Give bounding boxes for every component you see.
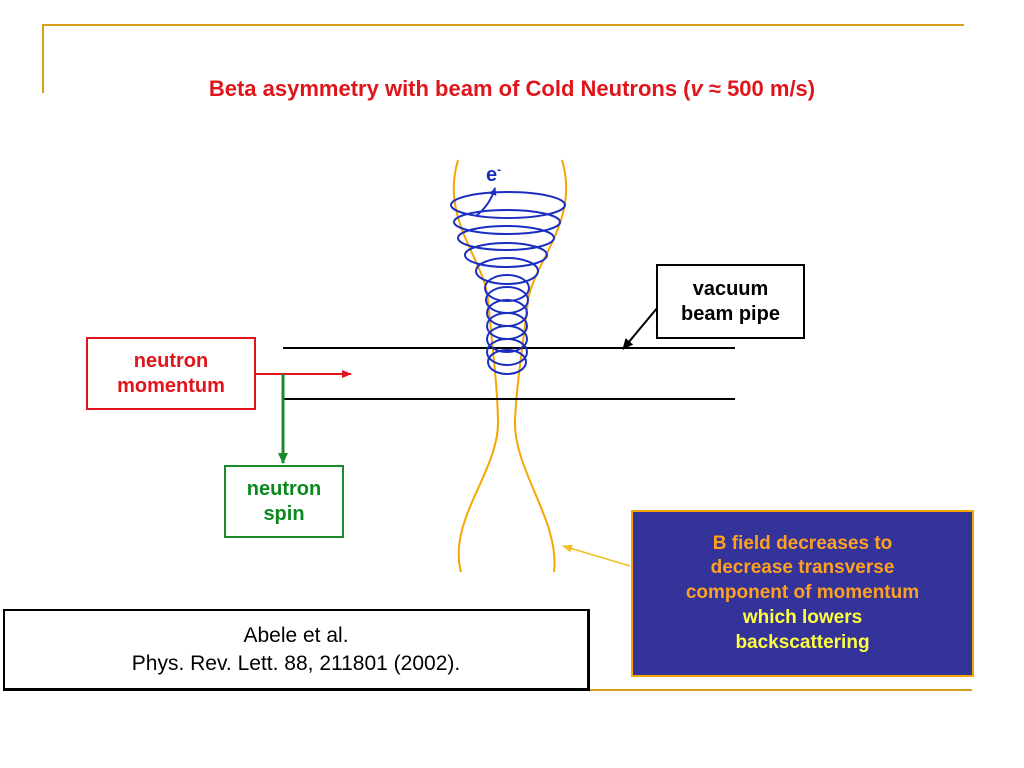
- momentum-label-line2: momentum: [117, 374, 225, 397]
- field-lines: [452, 159, 568, 573]
- helix-loop: [486, 325, 528, 353]
- vacuum-label-line2: beam pipe: [681, 302, 780, 325]
- beam-pipe: [283, 347, 735, 400]
- helix-loop: [457, 225, 555, 251]
- helix-loop: [450, 191, 566, 219]
- reference-authors: Abele et al.: [243, 624, 349, 648]
- momentum-label-line1: neutron: [133, 350, 209, 373]
- slide-title: Beta asymmetry with beam of Cold Neutron…: [0, 76, 1024, 102]
- vacuum-pointer-arrow: [622, 306, 659, 350]
- electron-helix: [450, 191, 566, 375]
- spin-label-line2: spin: [263, 502, 305, 525]
- bfield-line3: component of momentum: [685, 582, 920, 604]
- neutron-spin-label: neutron spin: [224, 465, 344, 538]
- bfield-pointer-arrow: [562, 544, 631, 567]
- electron-charge: -: [497, 162, 502, 177]
- bfield-line5: backscattering: [735, 631, 870, 653]
- bfield-line1: B field decreases to: [712, 532, 893, 554]
- field-line-right: [513, 159, 568, 573]
- helix-loop: [487, 349, 527, 375]
- vacuum-beam-pipe-label: vacuum beam pipe: [656, 264, 805, 339]
- helix-loop: [475, 257, 539, 285]
- title-velocity-value: ≈ 500 m/s): [702, 76, 816, 101]
- helix-loop: [486, 338, 528, 366]
- title-velocity-symbol: v: [690, 76, 703, 101]
- reference-citation: Abele et al. Phys. Rev. Lett. 88, 211801…: [3, 609, 590, 691]
- spin-label-line1: neutron: [246, 478, 322, 501]
- neutron-momentum-label: neutron momentum: [86, 337, 256, 410]
- reference-journal: Phys. Rev. Lett. 88, 211801 (2002).: [131, 651, 461, 675]
- helix-loop: [464, 242, 548, 268]
- title-text: Beta asymmetry with beam of Cold Neutron…: [208, 76, 691, 101]
- field-line-left: [452, 159, 500, 573]
- electron-symbol: e: [486, 164, 498, 186]
- electron-label: e-: [486, 162, 502, 187]
- bfield-line2: decrease transverse: [710, 557, 895, 579]
- vacuum-label-line1: vacuum: [692, 278, 769, 301]
- electron-emission-arrow: [475, 187, 497, 217]
- bfield-line4: which lowers: [742, 606, 863, 628]
- helix-loop: [453, 209, 561, 235]
- bfield-callout: B field decreases to decrease transverse…: [631, 510, 974, 677]
